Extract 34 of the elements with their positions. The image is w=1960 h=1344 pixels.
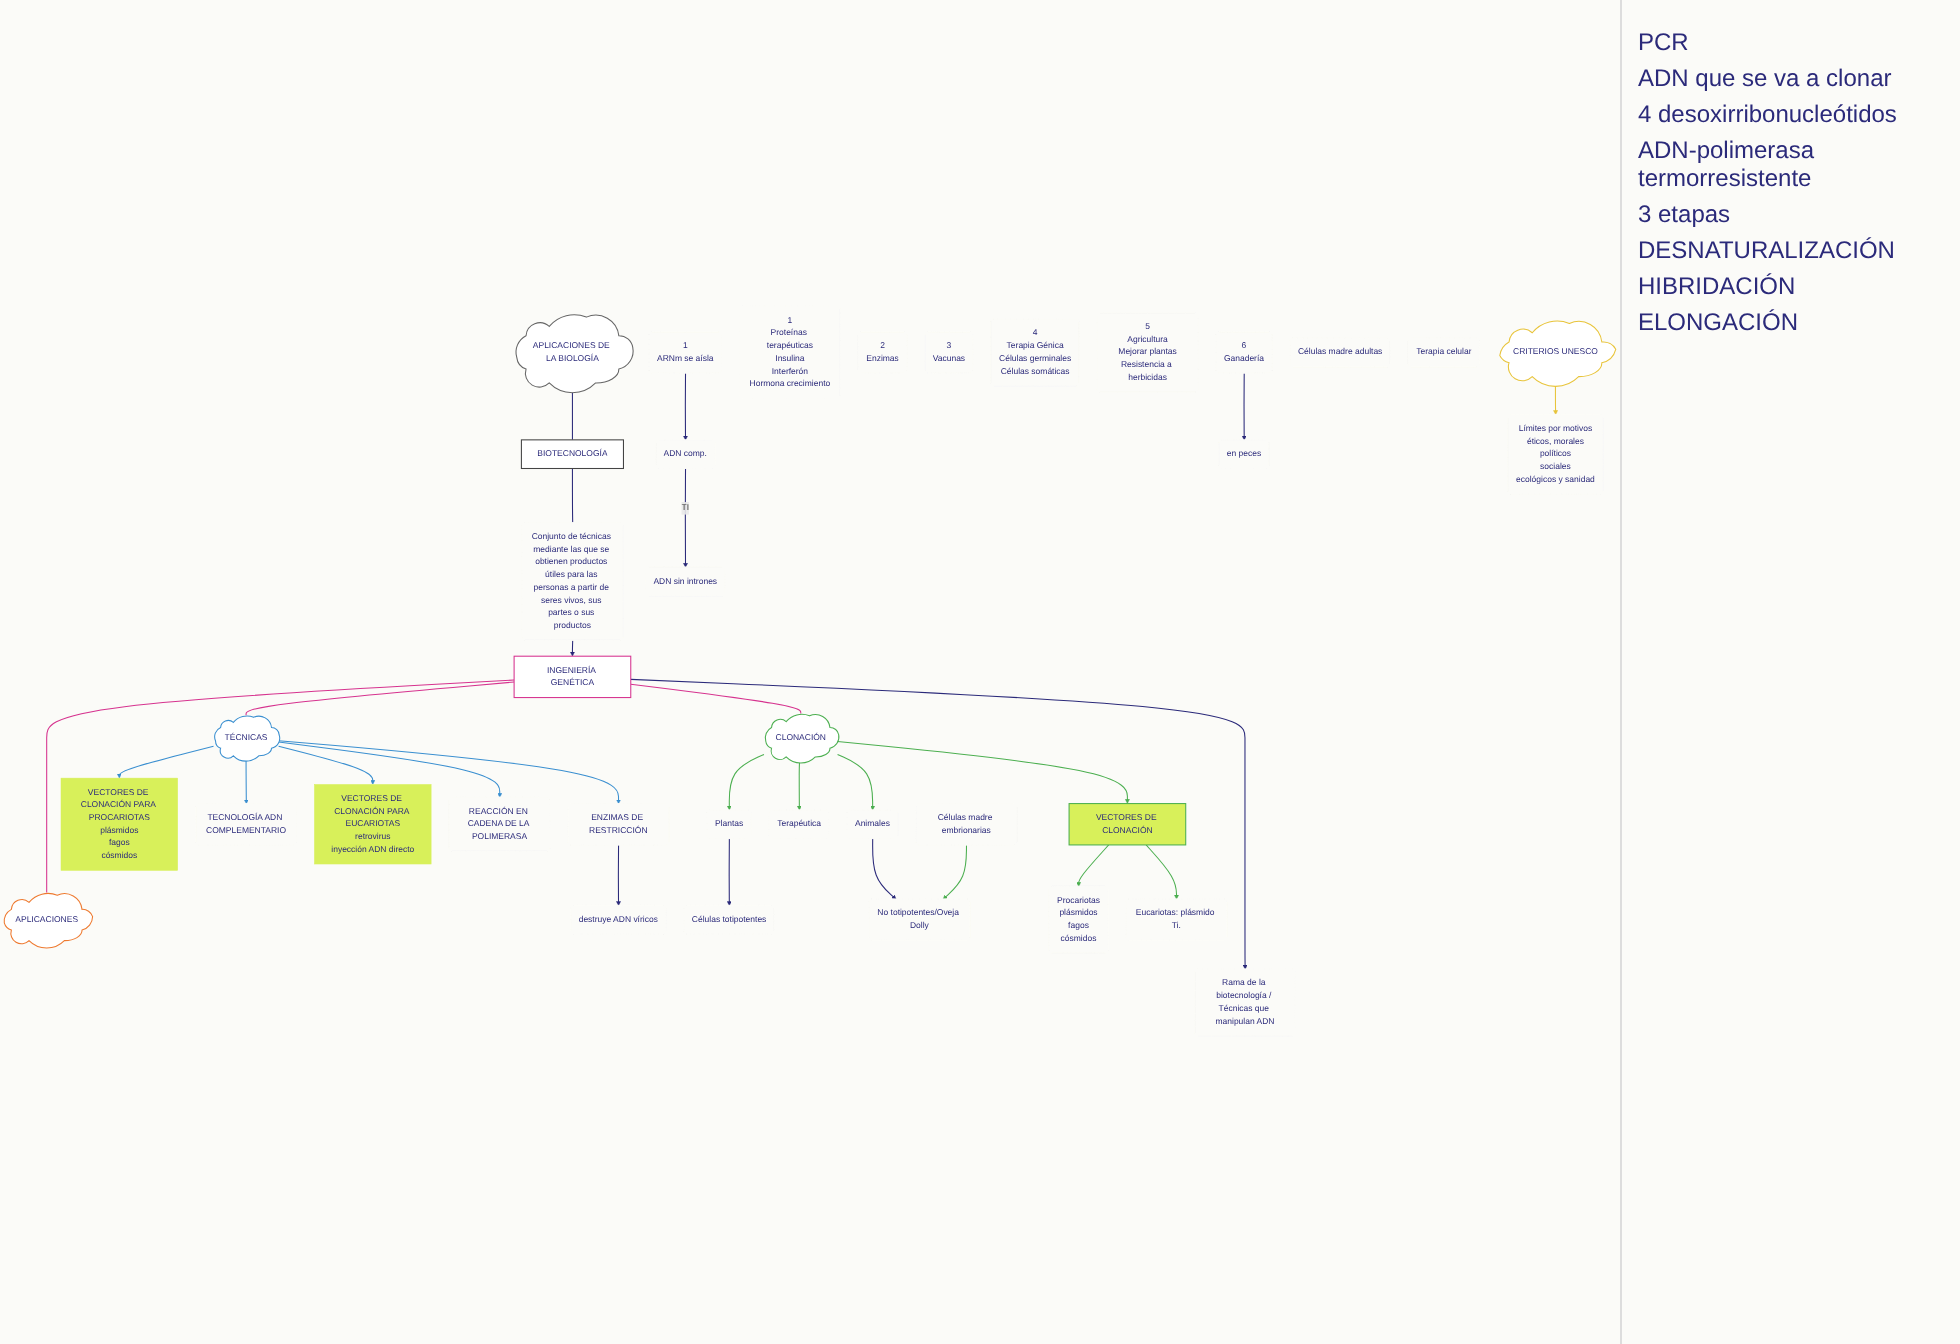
arrow <box>683 373 688 442</box>
arrow <box>243 760 249 805</box>
arrow <box>278 746 376 786</box>
arrow <box>1241 373 1247 442</box>
note-text: 4 desoxirribonucleótidos <box>1638 100 1899 128</box>
arrow <box>117 746 215 780</box>
note-text: 3 etapas <box>1638 200 1733 228</box>
note-text: PCR <box>1638 28 1691 56</box>
arrow <box>616 845 621 907</box>
arrow <box>872 839 897 901</box>
note-text: HIBRIDACIÓN <box>1638 272 1798 300</box>
arrow <box>837 754 875 812</box>
connector <box>46 680 515 894</box>
arrow <box>837 741 1130 805</box>
note-text: DESNATURALIZACIÓN <box>1638 236 1897 264</box>
arrow <box>1076 845 1110 888</box>
arrow <box>630 679 1248 971</box>
arrow <box>278 742 503 799</box>
note-text: ADN que se va a clonar <box>1638 64 1894 92</box>
connector <box>571 391 573 442</box>
arrow <box>570 641 575 658</box>
connector <box>571 468 574 525</box>
arrow <box>727 839 732 907</box>
arrow <box>278 741 621 805</box>
arrow <box>797 762 802 812</box>
connector <box>245 682 515 717</box>
arrow <box>683 469 688 569</box>
connector <box>630 684 802 715</box>
note-text: ELONGACIÓN <box>1638 308 1801 336</box>
arrow <box>1553 385 1558 416</box>
arrow <box>1145 845 1179 901</box>
note-text: ADN-polimerasa termorresistente <box>1638 136 1817 192</box>
arrow <box>942 845 967 901</box>
arrow <box>727 754 765 812</box>
